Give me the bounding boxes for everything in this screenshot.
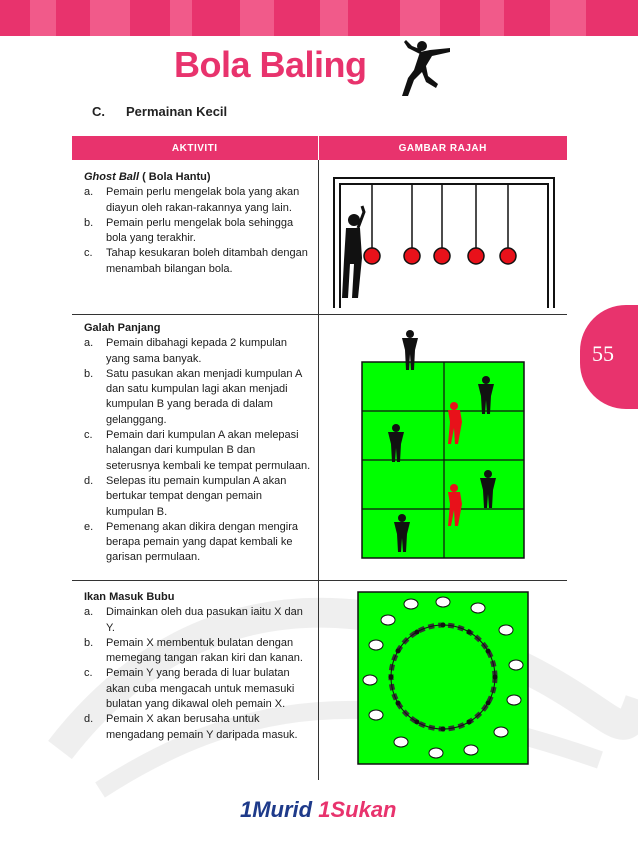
list-marker: c. [84,667,93,680]
activity-title-suffix: ( Bola Hantu) [139,171,211,183]
ghost-ball-diagram [333,177,555,308]
players-y [362,596,524,759]
section-heading: C. Permainan Kecil [92,104,227,119]
frame [333,177,555,308]
list-text: Pemain perlu mengelak bola sehingga bola… [106,216,294,245]
activity-galah-panjang: Galah Panjang a. Pemain dibahagi kepada 2… [84,321,312,566]
list-marker: a. [84,337,94,350]
list-item: b. Satu pasukan akan menjadi kumpulan A d… [84,367,312,428]
row-divider [72,580,567,581]
header-band [0,0,638,36]
players-red [448,402,462,526]
logo-part-2: 1Sukan [318,797,397,822]
page-header: Bola Baling [0,36,638,96]
list-item: a. Pemain dibahagi kepada 2 kumpulan yang… [84,336,312,367]
list-text: Pemain dibahagi kepada 2 kumpulan yang s… [106,337,288,365]
logo-part-1: 1Murid [240,797,319,822]
page-number: 55 [592,341,614,366]
list-marker: b. [84,216,94,229]
page-title: Bola Baling [174,44,367,85]
list-marker: b. [84,636,94,649]
list-item: a. Pemain perlu mengelak bola yang akan d… [84,185,312,216]
list-text: Pemain X akan berusaha untuk mengadang p… [106,713,298,741]
activity-title-italic: Ghost Ball [84,171,140,183]
dodging-player [342,205,366,298]
row-divider [72,314,567,315]
page-number-tab: 55 [580,305,638,409]
list-marker: c. [84,247,93,260]
list-item: e. Pemenang akan dikira dengan mengira be… [84,520,312,566]
column-header-activity: AKTIVITI [72,136,319,160]
list-text: Pemain perlu mengelak bola yang akan dia… [106,186,300,214]
list-text: Dimainkan oleh dua pasukan iaitu X dan Y… [106,606,303,634]
activity-title: Galah Panjang [84,322,161,334]
list-text: Pemenang akan dikira dengan mengira bera… [106,520,299,564]
list-marker: a. [84,606,94,619]
list-text: Satu pasukan akan menjadi kumpulan A dan… [106,367,302,426]
list-item: c. Tahap kesukaran boleh ditambah dengan … [84,246,312,277]
list-marker: d. [84,713,94,726]
list-marker: b. [84,367,94,380]
column-divider [318,160,319,780]
handball-player-icon [402,40,450,96]
players-black [388,330,496,552]
hanging-balls [363,184,517,265]
list-marker: c. [84,429,93,442]
list-item: b. Pemain perlu mengelak bola sehingga bo… [84,216,312,247]
galah-panjang-diagram [361,330,525,559]
list-text: Pemain Y yang berada di luar bulatan aka… [106,667,295,711]
list-text: Tahap kesukaran boleh ditambah dengan me… [106,247,308,275]
list-item: a. Dimainkan oleh dua pasukan iaitu X dan… [84,605,312,636]
activity-ikan-masuk-bubu: Ikan Masuk Bubu a. Dimainkan oleh dua pas… [84,590,312,743]
list-item: b. Pemain X membentuk bulatan dengan meme… [84,636,312,667]
activity-title: Ikan Masuk Bubu [84,591,175,603]
list-marker: a. [84,186,94,199]
column-header-diagram: GAMBAR RAJAH [398,142,487,154]
activity-title: Ghost Ball ( Bola Hantu) [84,170,312,185]
ikan-masuk-bubu-diagram [357,591,529,765]
activity-ghost-ball: Ghost Ball ( Bola Hantu) a. Pemain perlu … [84,170,312,277]
list-marker: e. [84,520,94,533]
table-header: AKTIVITI GAMBAR RAJAH [72,136,567,160]
list-text: Selepas itu pemain kumpulan A akan bertu… [106,474,287,518]
footer-logo: 1Murid 1Sukan [240,797,397,823]
list-item: d. Selepas itu pemain kumpulan A akan ber… [84,474,312,520]
list-text: Pemain dari kumpulan A akan melepasi hal… [106,429,311,472]
list-item: c. Pemain Y yang berada di luar bulatan a… [84,666,312,712]
list-marker: d. [84,474,94,487]
section-label: Permainan Kecil [126,104,228,119]
list-item: c. Pemain dari kumpulan A akan melepasi h… [84,428,312,474]
list-text: Pemain X membentuk bulatan dengan memega… [106,636,303,665]
player-x-heads [388,622,498,732]
list-item: d. Pemain X akan berusaha untuk mengadang… [84,712,312,743]
section-letter: C. [92,104,105,119]
